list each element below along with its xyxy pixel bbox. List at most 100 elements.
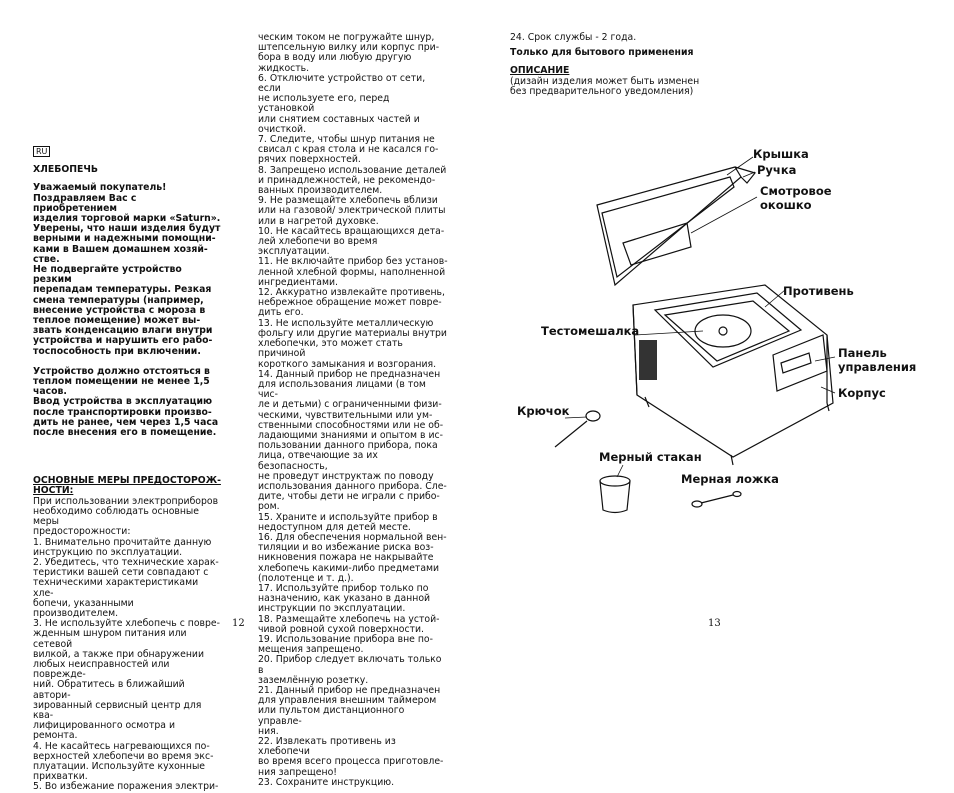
text-line: или снятием составных частей и <box>258 113 420 125</box>
text-line: 9. Не размещайте хлебопечь вблизи <box>258 195 438 207</box>
text-line: любых неисправностей или поврежде- <box>33 658 170 681</box>
text-line: короткого замыкания и возгорания. <box>258 358 437 370</box>
text-line: лифицированного осмотра и ремонта. <box>33 720 175 742</box>
text-line: тиляции и во избежание риска воз- <box>258 542 434 554</box>
text-line: инструкцию по эксплуатации. <box>33 546 183 558</box>
household-use-note: Только для бытового применения <box>510 47 694 59</box>
label-panel-2: управления <box>838 360 916 374</box>
text-line: 8. Запрещено использование деталей <box>258 164 447 176</box>
text-line: внесение устройства с мороза в <box>33 304 206 316</box>
text-line: смена температуры (например, <box>33 294 204 306</box>
text-line: Поздравляем Вас с приобретением <box>33 192 137 214</box>
label-pan: Противень <box>783 284 854 298</box>
text-line: пользовании данного прибора, пока <box>258 440 438 452</box>
text-line: 6. Отключите устройство от сети, если <box>258 72 426 95</box>
text-line: верными и надежными помощни- <box>33 233 216 245</box>
text-line: ленной хлебной формы, наполненной <box>258 266 446 278</box>
text-line: 4. Не касайтесь нагревающихся по- <box>33 740 210 752</box>
text-line: хлебопечь какими-либо предметами <box>258 562 440 574</box>
text-line: или в нагретой духовке. <box>258 215 379 227</box>
text-line: 7. Следите, чтобы шнур питания не <box>258 134 435 146</box>
service-life: 24. Срок службы - 2 года. <box>510 32 637 43</box>
text-line: НОСТИ: <box>33 485 74 497</box>
text-line: (дизайн изделия может быть изменен <box>510 75 700 87</box>
text-line: предосторожности: <box>33 526 131 538</box>
document-title: ХЛЕБОПЕЧЬ <box>33 164 98 176</box>
text-line: и принадлежностей, не рекомендо- <box>258 174 436 186</box>
text-line: зированный сервисный центр для ква- <box>33 699 202 721</box>
text-line: 3. Не используйте хлебопечь с повре- <box>33 618 221 630</box>
text-line: использования данного прибора. Сле- <box>258 480 447 492</box>
label-lid: Крышка <box>753 147 809 161</box>
text-line: после внесения его в помещение. <box>33 427 217 439</box>
text-line: ственными способностями или не об- <box>258 419 444 431</box>
lid-shape <box>596 166 742 287</box>
text-line: техническими характеристиками хле- <box>33 577 199 599</box>
text-line: лей хлебопечи во время эксплуатации. <box>258 236 378 258</box>
text-line: изделия торговой марки «Saturn». <box>33 213 221 225</box>
brand-strip <box>639 340 657 380</box>
text-line: рячих поверхностей. <box>258 154 361 166</box>
text-line: тоспособность при включении. <box>33 345 201 357</box>
text-line: 5. Во избежание поражения электри- <box>33 781 219 793</box>
text-line: жденным шнуром питания или сетевой <box>33 628 187 650</box>
left-column: RU ХЛЕБОПЕЧЬ Уважаемый покупатель!Поздра… <box>33 146 221 793</box>
text-line: 19. Использование прибора вне по- <box>258 633 433 645</box>
text-line: бопечи, указанными производителем. <box>33 597 134 619</box>
safety-section-title: ОСНОВНЫЕ МЕРЫ ПРЕДОСТОРОЖ-НОСТИ: <box>33 476 221 497</box>
text-line: очисткой. <box>258 123 307 135</box>
text-line: теплое помещение) может вы- <box>33 315 201 327</box>
text-line: Уважаемый покупатель! <box>33 182 167 194</box>
text-line: дить не ранее, чем через 1,5 часа <box>33 416 219 428</box>
language-badge: RU <box>33 146 51 157</box>
page-number-right: 13 <box>708 618 721 629</box>
text-line: заземлённую розетку. <box>258 674 369 686</box>
text-line: прихватки. <box>33 771 88 783</box>
text-line: свисал с края стола и не касался го- <box>258 144 439 156</box>
page-number-left: 12 <box>232 618 245 629</box>
text-line: бора в воду или любую другую <box>258 52 412 64</box>
label-measuring-cup: Мерный стакан <box>599 450 702 464</box>
text-line: ний. Обратитесь в ближайший автори- <box>33 679 185 701</box>
text-line: ле и детьми) с ограниченными физи- <box>258 399 442 411</box>
label-handle: Ручка <box>757 163 796 177</box>
pan-shape <box>653 292 803 368</box>
text-line: мещения запрещено. <box>258 644 364 656</box>
description-title: ОПИСАНИЕ <box>510 65 570 77</box>
text-line: недоступном для детей месте. <box>258 521 411 533</box>
text-line: 13. Не используйте металлическую <box>258 317 434 329</box>
text-line: для управления внешним таймером <box>258 695 437 707</box>
text-line: 2. Убедитесь, что технические харак- <box>33 556 219 568</box>
text-line: лица, отвечающие за их безопасность, <box>258 450 378 472</box>
text-line: после транспортировки произво- <box>33 406 212 418</box>
text-line: При использовании электроприборов <box>33 495 219 507</box>
text-line: небрежное обращение может повре- <box>258 297 442 309</box>
text-line: 21. Данный прибор не предназначен <box>258 685 441 696</box>
label-body: Корпус <box>838 386 886 400</box>
text-line: чивой ровной сухой поверхности. <box>258 623 424 635</box>
label-kneader: Тестомешалка <box>541 324 639 338</box>
text-line: 16. Для обеспечения нормальной вен- <box>258 531 447 543</box>
text-line: плуатации. Используйте кухонные <box>33 760 206 772</box>
text-line: не используете его, перед установкой <box>258 93 390 115</box>
text-line: Не подвергайте устройство резким <box>33 264 182 286</box>
text-line: перепадам температуры. Резкая <box>33 284 212 296</box>
label-window-2: окошко <box>760 198 812 212</box>
text-line: назначению, как указано в данной <box>258 593 431 605</box>
text-line: ингредиентами. <box>258 276 339 288</box>
text-line: теристики вашей сети совпадают с <box>33 567 209 579</box>
body-shape <box>632 284 834 458</box>
label-panel-1: Панель <box>838 346 887 360</box>
text-line: дить его. <box>258 307 304 319</box>
greeting-block: Уважаемый покупатель!Поздравляем Вас с п… <box>33 182 221 357</box>
text-line: 1. Внимательно прочитайте данную <box>33 536 212 548</box>
text-line: или на газовой/ электрической плиты <box>258 205 446 217</box>
text-line: хлебопечки, это может стать причиной <box>258 338 403 360</box>
text-line: Ввод устройства в эксплуатацию <box>33 396 213 408</box>
right-column: 24. Срок службы - 2 года. Только для быт… <box>510 32 710 97</box>
text-line: ческими, чувствительными или ум- <box>258 409 433 421</box>
text-line: 12. Аккуратно извлекайте противень, <box>258 287 445 299</box>
